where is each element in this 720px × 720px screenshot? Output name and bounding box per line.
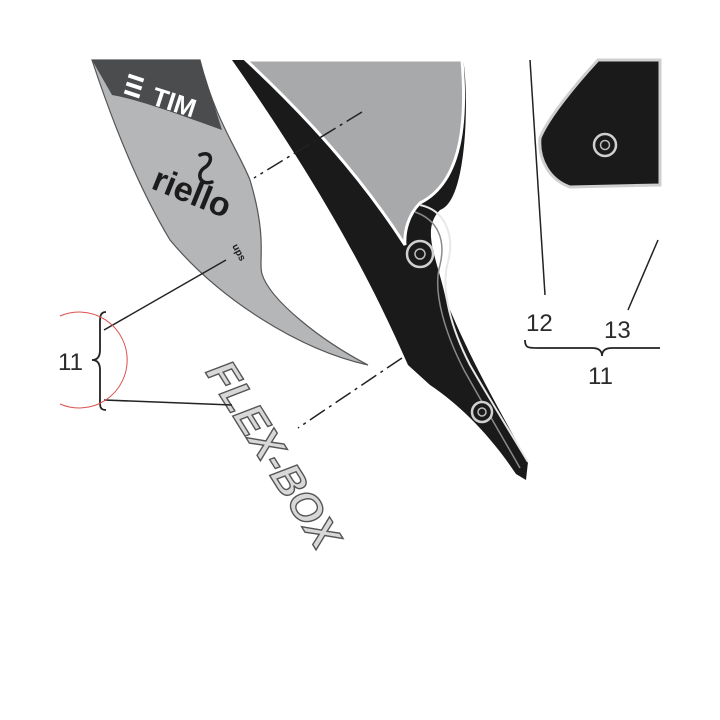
- lower-screw: [470, 400, 494, 424]
- left-callout-circle-arc: [59, 311, 128, 409]
- left-callout-group: 11: [58, 311, 128, 411]
- flexbox-lettering: FLEX-BOX: [197, 352, 351, 560]
- side-panel-grey-insert: [242, 58, 466, 246]
- right-panel-screw: [592, 132, 618, 158]
- assembly-line-upper: [253, 111, 363, 179]
- leader-line-13: [627, 239, 659, 311]
- callout-13: 13: [604, 317, 631, 344]
- left-brace-icon: [91, 311, 107, 411]
- callout-11-left: 11: [58, 349, 83, 376]
- upper-screw: [405, 239, 435, 269]
- tim-stripes-icon: [123, 73, 145, 99]
- side-panel-edge-highlight: [419, 204, 529, 463]
- right-callout-group: 12 13 11: [524, 310, 660, 390]
- leader-lines: [103, 59, 659, 406]
- callout-12: 12: [526, 310, 553, 337]
- callout-11-bottom: 11: [588, 363, 613, 390]
- bottom-brace-icon: [524, 339, 660, 357]
- riello-wave-icon: [198, 152, 214, 185]
- leader-line-12: [529, 59, 546, 296]
- right-panel-black-corner: [538, 58, 662, 189]
- leader-line-sticker: [103, 259, 227, 331]
- assembly-lines: [253, 111, 403, 429]
- assembly-line-lower: [297, 357, 403, 429]
- leader-line-flexbox: [103, 399, 233, 406]
- branding-sticker: TIM riello ups: [91, 59, 369, 366]
- right-panel-detail: [538, 58, 662, 189]
- side-panel: [232, 58, 529, 480]
- sticker-tim-band: [92, 60, 222, 130]
- side-panel-edge-inner: [414, 211, 521, 469]
- sticker-sheet: [91, 59, 369, 366]
